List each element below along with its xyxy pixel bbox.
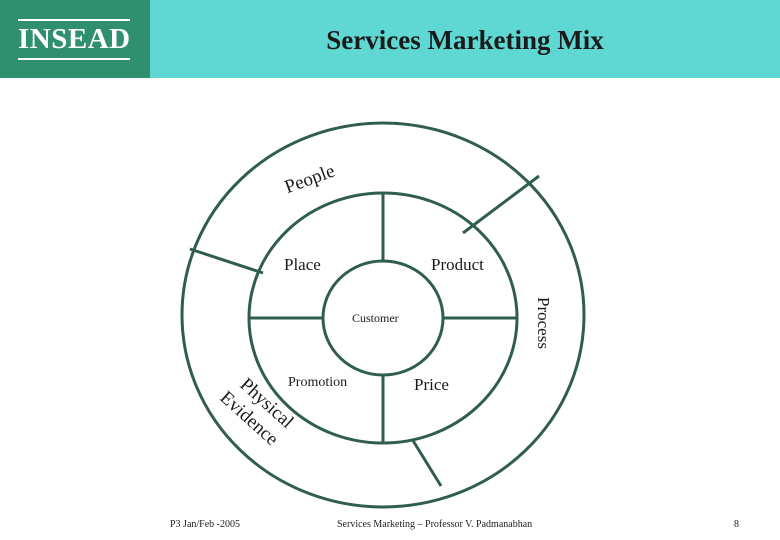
price-label: Price bbox=[414, 375, 449, 394]
promotion-label: Promotion bbox=[288, 375, 347, 390]
customer-label: Customer bbox=[352, 311, 399, 325]
svg-text:People: People bbox=[282, 161, 338, 198]
logo-rule-bottom bbox=[18, 58, 130, 60]
insead-logo: INSEAD bbox=[0, 0, 150, 78]
divider-outer-w bbox=[189, 247, 264, 275]
divider-outer-s bbox=[410, 438, 443, 487]
outer-ring bbox=[180, 121, 586, 509]
people-label: People bbox=[282, 161, 338, 198]
footer-course: Services Marketing – Professor V. Padman… bbox=[337, 519, 533, 530]
product-label: Product bbox=[431, 255, 484, 274]
logo-text: INSEAD bbox=[18, 23, 131, 55]
header-bar: INSEAD Services Marketing Mix bbox=[0, 0, 780, 78]
slide-number: 8 bbox=[734, 519, 739, 530]
place-label: Place bbox=[284, 255, 321, 274]
footer-date: P3 Jan/Feb -2005 bbox=[170, 519, 240, 530]
logo-rule-top bbox=[18, 19, 130, 21]
process-label: Process bbox=[534, 297, 553, 349]
slide-title: Services Marketing Mix bbox=[326, 25, 604, 55]
divider-outer-ne bbox=[462, 174, 540, 235]
